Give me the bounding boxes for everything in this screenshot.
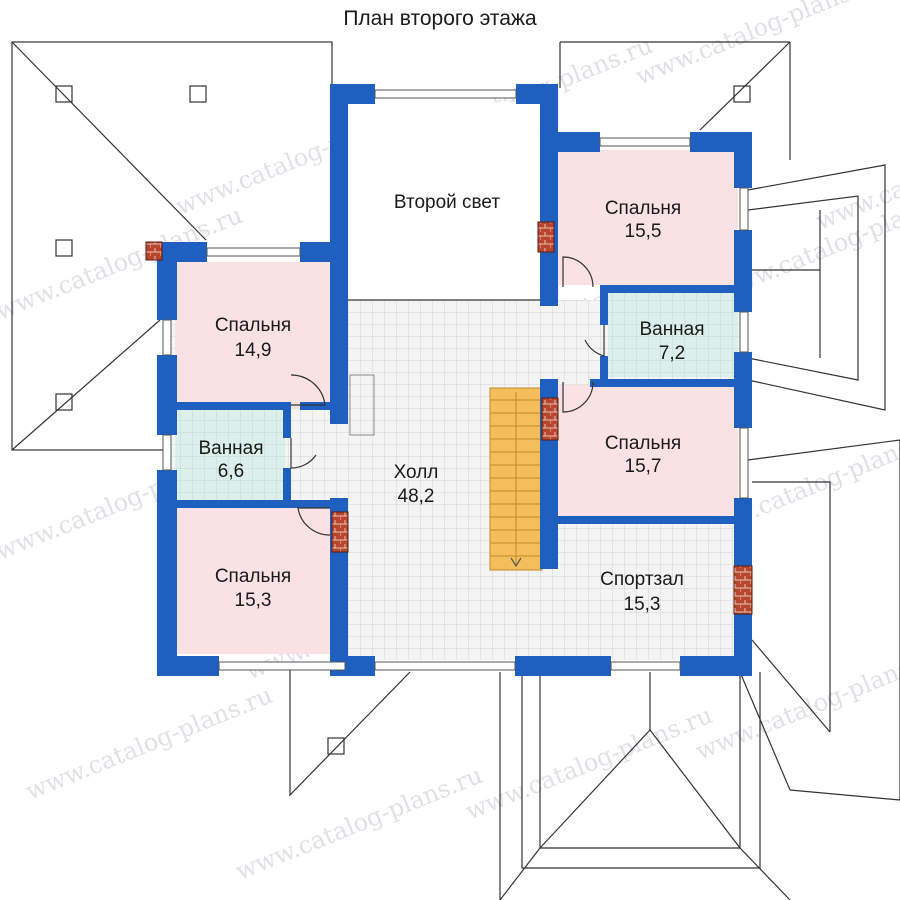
room-gym-area: 15,3	[624, 594, 661, 615]
room-hall-name: Холл	[394, 462, 439, 483]
staircase	[489, 387, 543, 571]
room-labels: Второй свет Спальня 15,5 Спальня 14,9 Ва…	[198, 192, 704, 615]
windows	[162, 89, 749, 671]
room-bath-left-name: Ванная	[198, 438, 263, 459]
room-second-light-name: Второй свет	[394, 192, 500, 213]
room-bedroom-left-bottom-area: 15,3	[235, 590, 272, 611]
room-bedroom-top-right-name: Спальня	[605, 198, 681, 219]
watermark-text: www.catalog-plans.ru	[22, 681, 277, 806]
room-bedroom-right-mid-area: 15,7	[625, 456, 662, 477]
room-bath-right-name: Ванная	[639, 319, 704, 340]
room-bedroom-left-top-name: Спальня	[215, 315, 291, 336]
plan-title: План второго этажа	[343, 7, 537, 30]
room-bedroom-right-mid-name: Спальня	[605, 433, 681, 454]
watermark-text: www.catalog-plans.ru	[232, 761, 487, 886]
room-bath-right-area: 7,2	[659, 343, 685, 364]
room-bedroom-left-top-area: 14,9	[235, 340, 272, 361]
room-hall-area: 48,2	[398, 486, 435, 507]
room-bedroom-top-right-area: 15,5	[625, 221, 662, 242]
room-bedroom-left-bottom-name: Спальня	[215, 566, 291, 587]
door-swings	[290, 256, 605, 536]
watermark-text: www.catalog-plans.ru	[632, 0, 887, 91]
roof-outlines	[11, 41, 900, 900]
room-gym-name: Спортзал	[600, 569, 684, 590]
chimneys	[145, 221, 753, 615]
room-bath-left-area: 6,6	[218, 461, 244, 482]
